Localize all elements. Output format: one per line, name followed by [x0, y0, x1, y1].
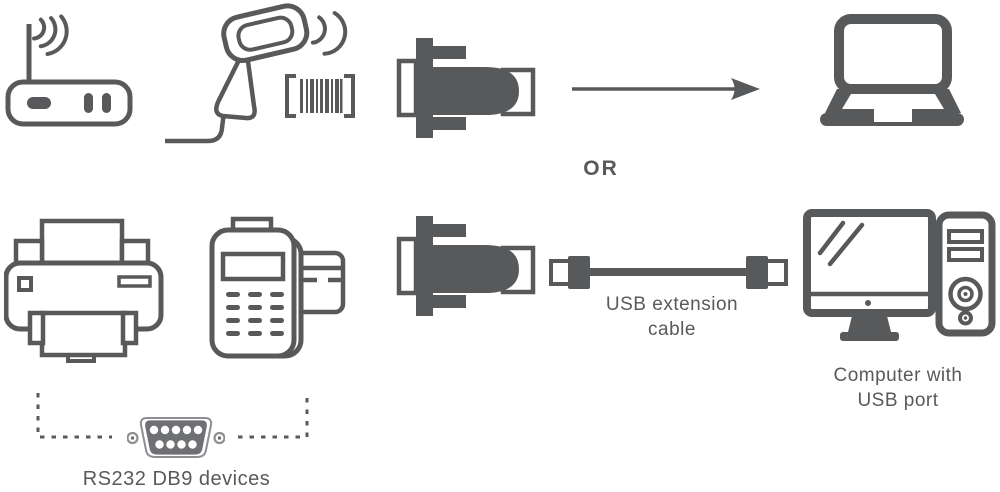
desktop-computer-icon	[803, 209, 996, 341]
db9-pins	[149, 425, 203, 449]
db9-connector-icon	[127, 417, 225, 458]
computer-usb-port-label: Computer with USB port	[833, 365, 963, 411]
scan-waves-icon	[310, 11, 348, 56]
barcode-scanner-icon	[165, 3, 355, 144]
usb-extension-cable-label: USB extension cable	[605, 294, 739, 340]
scanner-head	[221, 3, 310, 63]
serial-db9-to-usb-adapter-icon	[396, 216, 536, 316]
printer-icon	[4, 218, 164, 363]
keypad	[226, 292, 284, 336]
serial-db9-to-usb-adapter-icon	[396, 38, 536, 138]
dashed-bracket	[36, 393, 309, 439]
wifi-waves-icon	[32, 14, 69, 57]
right-arrow-icon	[572, 78, 760, 100]
usb-extension-cable-icon	[549, 256, 788, 289]
computer-tower	[935, 211, 996, 337]
laptop-icon	[820, 14, 964, 126]
barcode-icon	[285, 74, 355, 118]
pos-terminal-icon	[209, 216, 346, 359]
rs232-db9-devices-label: RS232 DB9 devices	[82, 468, 271, 490]
wireless-router-icon	[5, 14, 133, 127]
or-label: OR	[583, 157, 619, 180]
